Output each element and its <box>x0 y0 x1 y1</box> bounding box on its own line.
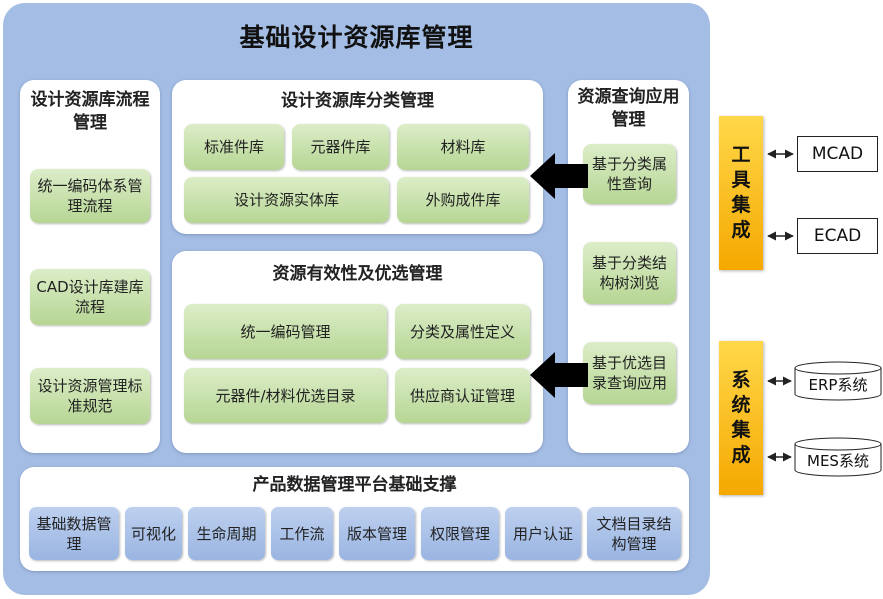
validity-item[interactable]: 元器件/材料优选目录 <box>184 368 387 423</box>
platform-item[interactable]: 基础数据管理 <box>29 507 119 560</box>
query-panel-title: 资源查询应用管理 <box>577 87 680 130</box>
platform-panel: 产品数据管理平台基础支撑 基础数据管理 可视化 生命周期 工作流 版本管理 权限… <box>20 467 689 571</box>
ecad-box[interactable]: ECAD <box>797 218 878 254</box>
process-item[interactable]: 设计资源管理标准规范 <box>30 368 150 424</box>
query-item[interactable]: 基于分类属性查询 <box>583 144 676 204</box>
system-integration-label: 系统集成 <box>731 369 751 466</box>
system-integration-box: 系统集成 <box>719 341 763 495</box>
process-item[interactable]: CAD设计库建库流程 <box>30 269 150 325</box>
left-arrow-icon <box>530 153 588 199</box>
platform-item[interactable]: 可视化 <box>125 507 182 560</box>
tool-integration-label: 工具集成 <box>731 144 751 241</box>
mcad-box[interactable]: MCAD <box>797 136 878 172</box>
classification-item[interactable]: 标准件库 <box>184 124 284 170</box>
left-arrow-icon <box>530 352 588 398</box>
page-title: 基础设计资源库管理 <box>239 23 474 52</box>
validity-item[interactable]: 分类及属性定义 <box>395 304 530 359</box>
query-item[interactable]: 基于优选目录查询应用 <box>583 342 676 404</box>
query-panel: 资源查询应用管理 基于分类属性查询 基于分类结构树浏览 基于优选目录查询应用 <box>568 80 689 453</box>
classification-item[interactable]: 外购成件库 <box>397 177 529 223</box>
validity-panel-title: 资源有效性及优选管理 <box>272 264 443 284</box>
mes-label[interactable]: MES系统 <box>807 452 869 470</box>
process-panel: 设计资源库流程管理 统一编码体系管理流程 CAD设计库建库流程 设计资源管理标准… <box>20 80 160 453</box>
query-item[interactable]: 基于分类结构树浏览 <box>583 242 676 304</box>
validity-panel: 资源有效性及优选管理 统一编码管理 分类及属性定义 元器件/材料优选目录 供应商… <box>172 251 543 453</box>
platform-item[interactable]: 工作流 <box>271 507 333 560</box>
erp-label[interactable]: ERP系统 <box>808 376 868 394</box>
platform-panel-title: 产品数据管理平台基础支撑 <box>252 475 457 495</box>
platform-item[interactable]: 版本管理 <box>339 507 415 560</box>
process-panel-title: 设计资源库流程管理 <box>30 90 150 133</box>
platform-item[interactable]: 权限管理 <box>421 507 499 560</box>
validity-item[interactable]: 供应商认证管理 <box>395 368 530 423</box>
process-item[interactable]: 统一编码体系管理流程 <box>30 169 150 223</box>
classification-panel-title: 设计资源库分类管理 <box>281 91 434 111</box>
classification-item[interactable]: 元器件库 <box>292 124 389 170</box>
platform-item[interactable]: 用户认证 <box>505 507 581 560</box>
platform-item[interactable]: 文档目录结构管理 <box>587 507 681 560</box>
database-icon <box>794 361 882 401</box>
classification-item[interactable]: 设计资源实体库 <box>184 177 389 223</box>
platform-item[interactable]: 生命周期 <box>188 507 265 560</box>
database-icon <box>794 437 882 477</box>
validity-item[interactable]: 统一编码管理 <box>184 304 387 359</box>
classification-item[interactable]: 材料库 <box>397 124 529 170</box>
tool-integration-box: 工具集成 <box>719 116 763 270</box>
classification-panel: 设计资源库分类管理 标准件库 元器件库 材料库 设计资源实体库 外购成件库 <box>172 80 543 234</box>
